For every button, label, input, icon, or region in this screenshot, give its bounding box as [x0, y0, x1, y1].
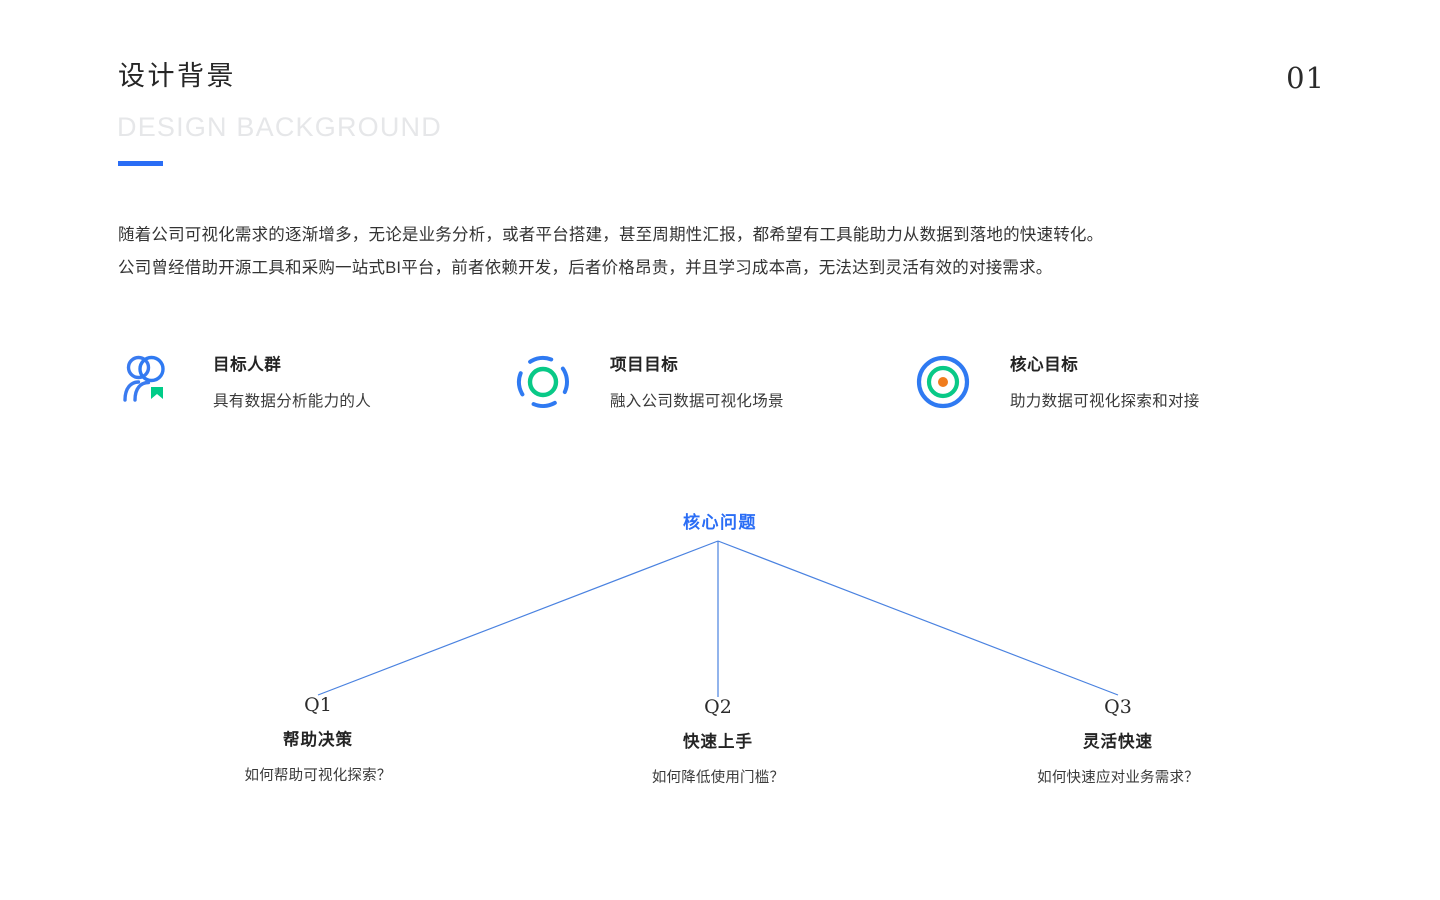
- intro-line-1: 随着公司可视化需求的逐渐增多，无论是业务分析，或者平台搭建，甚至周期性汇报，都希…: [118, 226, 1104, 244]
- intro-line-2: 公司曾经借助开源工具和采购一站式BI平台，前者依赖开发，后者价格昂贵，并且学习成…: [118, 259, 1053, 277]
- page-number: 01: [1286, 61, 1325, 95]
- feature-text-block: 目标人群 具有数据分析能力的人: [174, 352, 371, 411]
- page-title: 设计背景: [118, 61, 236, 91]
- diagram-node-q2: Q2 快速上手 如何降低使用门槛？: [578, 698, 858, 787]
- node-code: Q3: [1104, 696, 1132, 718]
- feature-title: 项目目标: [610, 356, 679, 374]
- feature-title: 目标人群: [213, 356, 282, 374]
- diagram-root-label: 核心问题: [683, 513, 757, 532]
- diagram-node-q1: Q1 帮助决策 如何帮助可视化探索？: [178, 696, 458, 785]
- page-subtitle-english: DESIGN BACKGROUND: [117, 112, 442, 142]
- diagram-node-q3: Q3 灵活快速 如何快速应对业务需求？: [978, 698, 1258, 787]
- feature-description: 融入公司数据可视化场景: [610, 392, 784, 410]
- feature-text-block: 项目目标 融入公司数据可视化场景: [571, 352, 784, 411]
- slide-header: 设计背景 DESIGN BACKGROUND 01: [0, 0, 1440, 190]
- feature-title: 核心目标: [1010, 356, 1079, 374]
- feature-row: 目标人群 具有数据分析能力的人 项目目标 融入公司数据可视化场景 核心目标 助力…: [0, 352, 1440, 442]
- accent-underline-bar: [118, 161, 163, 166]
- node-code: Q2: [704, 696, 732, 718]
- feature-description: 助力数据可视化探索和对接: [1010, 392, 1200, 410]
- node-title: 快速上手: [683, 733, 753, 751]
- feature-item-core-goal: 核心目标 助力数据可视化探索和对接: [915, 352, 1200, 412]
- diagram-connector-lines: [317, 540, 1119, 697]
- node-title: 灵活快速: [1083, 733, 1153, 751]
- target-bullseye-icon: [915, 352, 971, 412]
- node-title: 帮助决策: [283, 731, 353, 749]
- feature-item-project-goal: 项目目标 融入公司数据可视化场景: [515, 352, 784, 412]
- feature-text-block: 核心目标 助力数据可视化探索和对接: [971, 352, 1200, 411]
- node-description: 如何快速应对业务需求？: [1037, 769, 1199, 786]
- feature-item-target-audience: 目标人群 具有数据分析能力的人: [118, 352, 371, 412]
- problem-diagram: 核心问题 Q1 帮助决策 如何帮助可视化探索？ Q2 快速上手 如何降低使用门槛…: [0, 490, 1440, 820]
- node-code: Q1: [304, 694, 332, 716]
- intro-paragraph: 随着公司可视化需求的逐渐增多，无论是业务分析，或者平台搭建，甚至周期性汇报，都希…: [118, 219, 1348, 285]
- node-description: 如何帮助可视化探索？: [244, 767, 392, 784]
- dashed-ring-icon: [515, 352, 571, 412]
- two-people-icon: [118, 352, 174, 412]
- feature-description: 具有数据分析能力的人: [213, 392, 372, 410]
- node-description: 如何降低使用门槛？: [651, 769, 785, 786]
